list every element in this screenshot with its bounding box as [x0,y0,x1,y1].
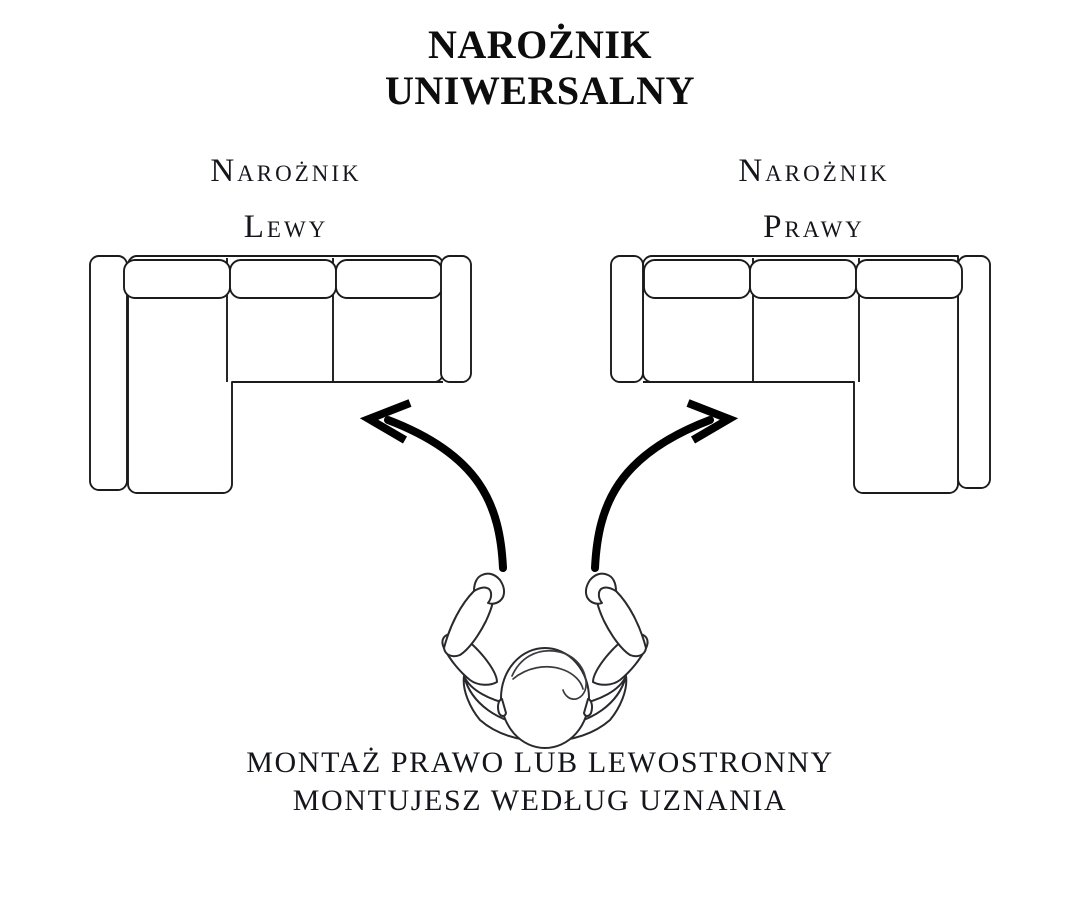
left-arrow-shaft [384,416,507,572]
left-corner-sofa-top-view [89,255,472,494]
left-sofa-heading-line-1: Narożnik [210,153,362,189]
person-torso [463,675,627,728]
person-right-forearm [595,583,647,658]
person-head [500,647,590,749]
right-sofa-heading-line-2: Prawy [763,209,865,245]
right-sofa-outer-armrest [957,255,991,489]
right-sofa-backrest-cushion-1 [643,259,751,299]
left-sofa-body [127,255,444,494]
page-title-line-1: NAROŻNIK [427,22,653,67]
person-left-forearm [443,583,495,658]
left-sofa-backrest-cushion-1 [123,259,231,299]
person-left-ear [497,698,507,717]
person-hair-crown [511,649,587,700]
left-sofa-heading-line-2: Lewy [243,209,329,245]
right-sofa-left-armrest [610,255,644,383]
right-sofa-backrest-cushion-2 [749,259,857,299]
left-sofa-outer-armrest [89,255,128,491]
caption-line-2: MONTUJESZ WEDŁUG UZNANIA [292,784,788,817]
left-arrow-head [359,399,412,444]
page-title: NAROŻNIK UNIWERSALNY [0,22,1080,114]
person-right-ear [583,698,593,717]
left-sofa-right-armrest [440,255,472,383]
caption-line-1: MONTAŻ PRAWO LUB LEWOSTRONNY [246,746,834,779]
right-arrow-shaft [591,416,714,572]
caption: MONTAŻ PRAWO LUB LEWOSTRONNY MONTUJESZ W… [0,744,1080,820]
right-sofa-heading: Narożnik Prawy [604,143,1024,255]
right-corner-sofa-top-view [610,255,991,494]
right-sofa-heading-line-1: Narożnik [738,153,890,189]
person-hair-strand [512,666,584,690]
person-shoulders [462,675,628,743]
right-sofa-body [642,255,959,494]
right-arrow-head [686,399,739,444]
left-sofa-backrest-cushion-2 [229,259,337,299]
person-shrugging-top-view [441,572,649,749]
curved-arrow-to-left-sofa [359,399,507,572]
left-sofa-heading: Narożnik Lewy [76,143,496,255]
person-left-hand [473,572,505,605]
person-left-upper-arm [441,633,498,686]
person-right-hand [585,572,617,605]
left-sofa-backrest-cushion-3 [335,259,443,299]
person-right-upper-arm [592,633,649,686]
right-sofa-backrest-cushion-3 [855,259,963,299]
curved-arrow-to-right-sofa [591,399,739,572]
page-title-line-2: UNIWERSALNY [385,68,695,113]
